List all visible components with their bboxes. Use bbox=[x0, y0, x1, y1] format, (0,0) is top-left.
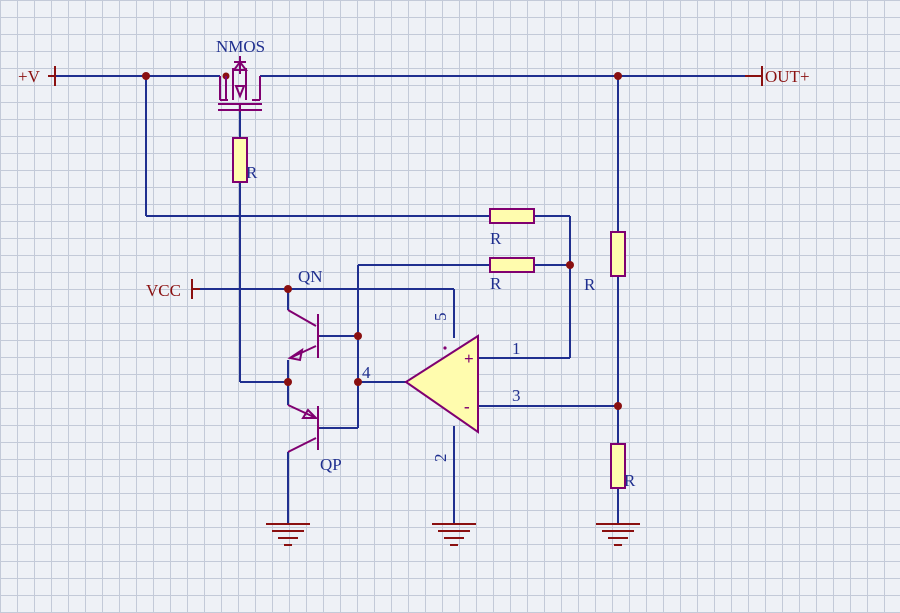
junction-dot bbox=[284, 285, 292, 293]
opamp-pin4-label: 4 bbox=[362, 363, 371, 382]
opamp: + - 1 3 4 5 2 bbox=[362, 313, 521, 463]
port-out-label: OUT+ bbox=[765, 67, 810, 86]
opamp-pin1-label: 1 bbox=[512, 339, 521, 358]
resistor-mid-label: R bbox=[490, 274, 502, 293]
qp-label: QP bbox=[320, 455, 342, 474]
junctions bbox=[142, 72, 622, 410]
opamp-pin2-label: 2 bbox=[431, 454, 450, 463]
resistor-divider-bottom: R bbox=[610, 443, 636, 490]
junction-dot bbox=[354, 378, 362, 386]
ground-icon bbox=[596, 523, 640, 546]
ground-icon bbox=[266, 523, 310, 546]
junction-dot bbox=[614, 72, 622, 80]
resistor-mid: R bbox=[489, 257, 535, 293]
resistor-divider-top bbox=[610, 231, 626, 277]
port-out: OUT+ bbox=[745, 66, 810, 86]
opamp-minus-sign: - bbox=[464, 397, 470, 416]
ground-icon bbox=[432, 523, 476, 546]
opamp-pin5-label: 5 bbox=[431, 313, 450, 322]
junction-dot bbox=[566, 261, 574, 269]
opamp-plus-sign: + bbox=[464, 349, 474, 368]
port-vcc-label: VCC bbox=[146, 281, 181, 300]
resistor-top: R bbox=[489, 208, 535, 248]
port-vplus: +V bbox=[18, 66, 56, 86]
port-vcc: VCC bbox=[146, 279, 200, 300]
qp-transistor: QP bbox=[287, 404, 342, 474]
resistor-divider-bottom-label: R bbox=[624, 471, 636, 490]
resistor-side-label: R bbox=[584, 275, 596, 294]
junction-dot bbox=[354, 332, 362, 340]
port-vplus-label: +V bbox=[18, 67, 41, 86]
nmos-transistor: NMOS bbox=[216, 37, 265, 112]
resistor-gate-label: R bbox=[246, 163, 258, 182]
junction-dot bbox=[284, 378, 292, 386]
wires bbox=[55, 75, 745, 524]
nmos-label: NMOS bbox=[216, 37, 265, 56]
opamp-pin3-label: 3 bbox=[512, 386, 521, 405]
qn-label: QN bbox=[298, 267, 323, 286]
resistor-top-label: R bbox=[490, 229, 502, 248]
junction-dot bbox=[614, 402, 622, 410]
junction-dot bbox=[142, 72, 150, 80]
resistor-gate: R bbox=[232, 137, 258, 183]
qn-transistor: QN bbox=[287, 267, 323, 362]
